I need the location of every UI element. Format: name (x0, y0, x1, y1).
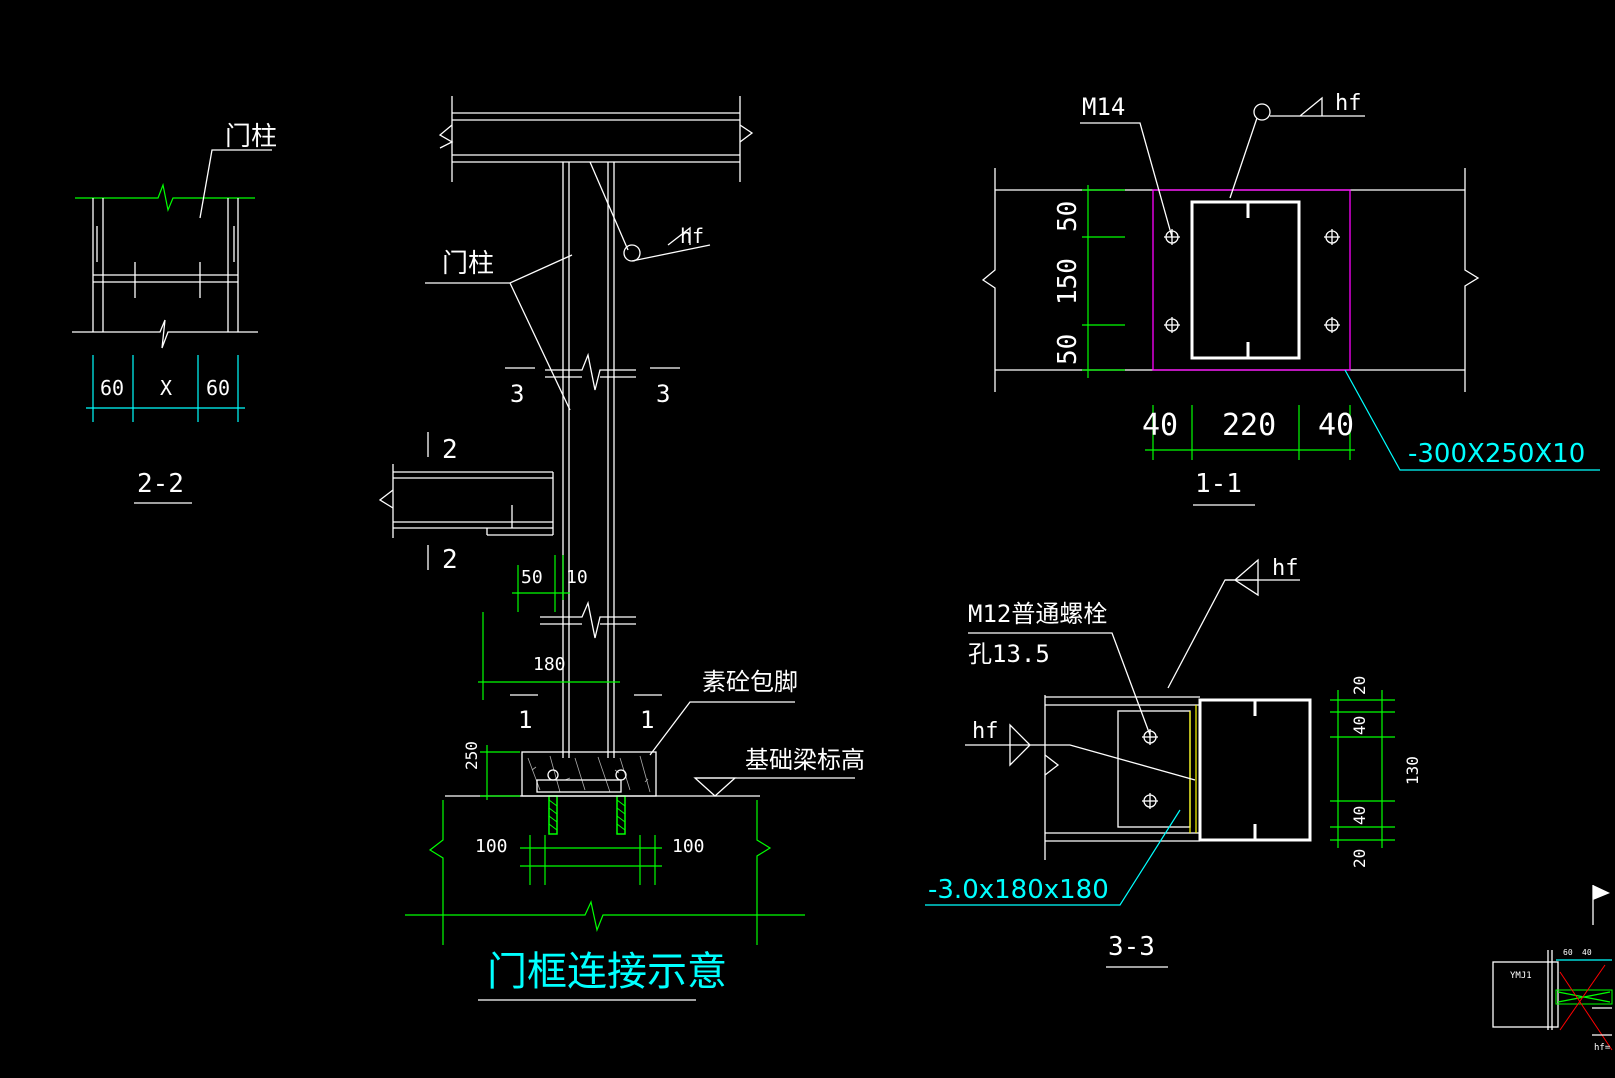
dim-40-left: 40 (1142, 408, 1178, 443)
dim-40-top: 40 (1350, 716, 1369, 735)
concrete-foot (521, 751, 657, 797)
thumbnail-detail: YMJ1 60 40 hf= (1492, 885, 1613, 1053)
hf-top-3-3: hf (1272, 556, 1299, 581)
dim-100-right: 100 (672, 836, 705, 857)
section-title-3-3: 3-3 (1108, 932, 1155, 962)
dim-100-left: 100 (475, 836, 508, 857)
elevation-title: 门框连接示意 (487, 949, 727, 995)
section-title-1-1: 1-1 (1195, 469, 1242, 499)
plate-300x250x10: -300X250X10 (1408, 439, 1585, 469)
dim-10: 10 (566, 567, 588, 588)
dim-x: X (160, 376, 172, 400)
dim-40-right: 40 (1318, 408, 1354, 443)
bolt-m14: M14 (1082, 93, 1125, 121)
label-beam-elevation: 基础梁标高 (745, 746, 865, 774)
section-2-2: 门柱 60 X 60 2-2 (72, 122, 277, 504)
dim-150: 150 (1053, 258, 1083, 305)
leader-men-zhu (199, 149, 272, 219)
hf-1-1: hf (1335, 91, 1362, 116)
cut-1-right: 1 (640, 706, 654, 734)
cut-2-top: 2 (442, 435, 458, 465)
cut-1-left: 1 (518, 706, 532, 734)
leader-men-zhu-elev (425, 254, 573, 411)
cut-2-bottom: 2 (442, 545, 458, 575)
dim-50-top: 50 (1053, 201, 1083, 232)
dim-180: 180 (533, 654, 566, 675)
bolt-m12: M12普通螺栓 (968, 600, 1107, 628)
thumb-dim-60: 60 (1563, 948, 1573, 957)
cut-3-right: 3 (656, 380, 670, 408)
thumb-dim-40: 40 (1582, 948, 1592, 957)
dim-50-bottom: 50 (1053, 334, 1083, 365)
label-concrete-foot: 素砼包脚 (702, 668, 798, 696)
thumb-label-ymj1: YMJ1 (1510, 971, 1532, 981)
break-line-top (75, 182, 255, 213)
dim-20-top: 20 (1350, 676, 1369, 695)
dim-20-bottom: 20 (1350, 849, 1369, 868)
dim-60-right: 60 (206, 376, 230, 400)
label-men-zhu-elev: 门柱 (442, 249, 494, 279)
hf-left-3-3: hf (972, 719, 999, 744)
label-men-zhu: 门柱 (225, 122, 277, 152)
hole-13-5: 孔13.5 (968, 640, 1050, 668)
section-3-3: hf M12普通螺栓 孔13.5 hf -3.0x180x180 (925, 556, 1422, 968)
base-plate-outline (1152, 189, 1351, 371)
dim-50: 50 (521, 567, 543, 588)
thumb-hf-eq: hf= (1594, 1043, 1611, 1053)
dim-40-bottom: 40 (1350, 806, 1369, 825)
plate-3x180x180: -3.0x180x180 (928, 875, 1109, 905)
elevation-door-frame: hf 门柱 3 3 2 2 50 10 (378, 96, 865, 1001)
cut-3-left: 3 (510, 380, 524, 408)
dim-60-left: 60 (100, 376, 124, 400)
section-title-2-2: 2-2 (137, 469, 184, 499)
dim-250: 250 (462, 741, 481, 770)
break-line-bottom (72, 319, 258, 349)
hf-top-elevation: hf (680, 224, 704, 248)
tube-section (1190, 200, 1301, 360)
dim-130: 130 (1403, 756, 1422, 785)
dim-220: 220 (1222, 408, 1276, 443)
section-1-1: M14 hf 50 150 50 40 220 40 -300X250X10 1… (981, 91, 1600, 506)
